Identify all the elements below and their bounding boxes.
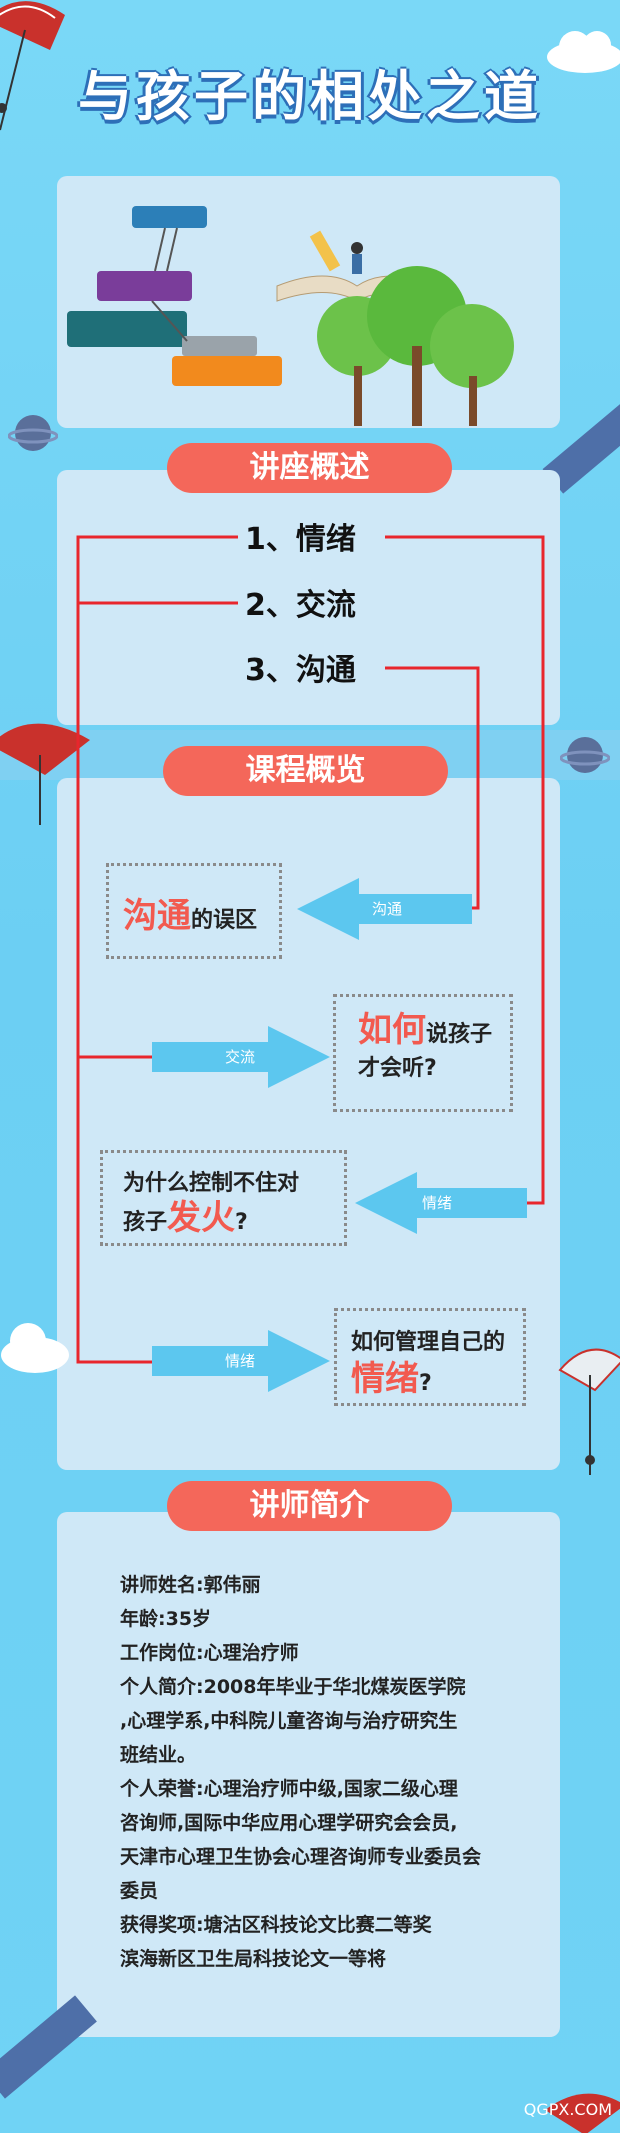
- arrow-label-exchange: 交流: [224, 1048, 255, 1066]
- cloud-icon: [547, 31, 620, 73]
- box1-text: 的误区: [191, 908, 258, 933]
- topic-exchange: 2、交流: [245, 588, 356, 623]
- lecturer-card: [57, 1512, 560, 2037]
- section-overview-pill: 讲座概述: [167, 443, 452, 493]
- planet-icon: [8, 415, 58, 451]
- box-how-to-talk: 如何说孩子 才会听?: [333, 994, 513, 1112]
- topic-emotion: 1、情绪: [245, 522, 356, 557]
- box2-highlight: 如何: [358, 1010, 426, 1050]
- bio-line: 个人简介:2008年毕业于华北煤炭医学院: [120, 1676, 466, 1698]
- box-communication-pitfalls: 沟通的误区: [106, 863, 282, 959]
- umbrella-icon-2: [0, 723, 90, 825]
- bio-line: 天津市心理卫生协会心理咨询师专业委员会: [120, 1846, 482, 1868]
- arrow-label-communication: 沟通: [371, 900, 402, 918]
- bio-line: 讲师姓名:郭伟丽: [120, 1574, 261, 1596]
- bio-line: 个人荣誉:心理治疗师中级,国家二级心理: [120, 1778, 458, 1800]
- box-why-angry: 为什么控制不住对 孩子发火?: [100, 1150, 347, 1246]
- bio-line: 班结业。: [120, 1744, 197, 1766]
- books-illustration: [67, 206, 514, 426]
- cloud-icon-2: [1, 1323, 69, 1373]
- box2-text1: 说孩子: [426, 1022, 493, 1047]
- box3-pre: 孩子: [123, 1210, 168, 1235]
- box3-post: ?: [235, 1210, 248, 1235]
- arrow-label-emotion-1: 情绪: [421, 1194, 452, 1212]
- bio-line: 委员: [120, 1880, 159, 1902]
- section-course-pill: 课程概览: [163, 746, 448, 796]
- planet-icon-2: [560, 737, 610, 773]
- umbrella-icon-4: [545, 2093, 620, 2133]
- illustration-card: [57, 176, 560, 428]
- overview-card: [57, 470, 560, 725]
- box-manage-emotion: 如何管理自己的 情绪?: [334, 1308, 526, 1406]
- bio-line: ,心理学系,中科院儿童咨询与治疗研究生: [120, 1710, 458, 1732]
- box3-highlight: 发火: [167, 1198, 236, 1238]
- bio-line: 获得奖项:塘沽区科技论文比赛二等奖: [120, 1914, 432, 1936]
- arrow-communication: [297, 878, 472, 940]
- arrow-exchange: [152, 1026, 330, 1088]
- arrow-emotion-2: [152, 1330, 330, 1392]
- box4-line1: 如何管理自己的: [351, 1330, 506, 1355]
- lecturer-bio: 讲师姓名:郭伟丽 年龄:35岁 工作岗位:心理治疗师 个人简介:2008年毕业于…: [120, 1568, 510, 1976]
- box3-line1: 为什么控制不住对: [123, 1171, 300, 1196]
- topic-communication: 3、沟通: [245, 653, 356, 688]
- arrow-label-emotion-2: 情绪: [224, 1352, 255, 1370]
- section-lecturer-pill: 讲师简介: [167, 1481, 452, 1531]
- box4-highlight: 情绪: [351, 1359, 419, 1399]
- bio-line: 咨询师,国际中华应用心理学研究会会员,: [120, 1812, 458, 1834]
- umbrella-icon-3: [558, 1348, 620, 1475]
- box2-text2: 才会听?: [358, 1056, 437, 1081]
- bio-line: 年龄:35岁: [120, 1608, 212, 1630]
- bio-line: 滨海新区卫生局科技论文一等将: [120, 1948, 387, 1970]
- bio-line: 工作岗位:心理治疗师: [120, 1642, 299, 1664]
- box1-highlight: 沟通: [123, 896, 191, 936]
- page-title: 与孩子的相处之道: [78, 65, 542, 128]
- umbrella-icon: [0, 1, 65, 131]
- watermark: QGPX.COM: [523, 2100, 612, 2119]
- box4-post: ?: [419, 1371, 432, 1396]
- arrow-emotion-1: [355, 1172, 527, 1234]
